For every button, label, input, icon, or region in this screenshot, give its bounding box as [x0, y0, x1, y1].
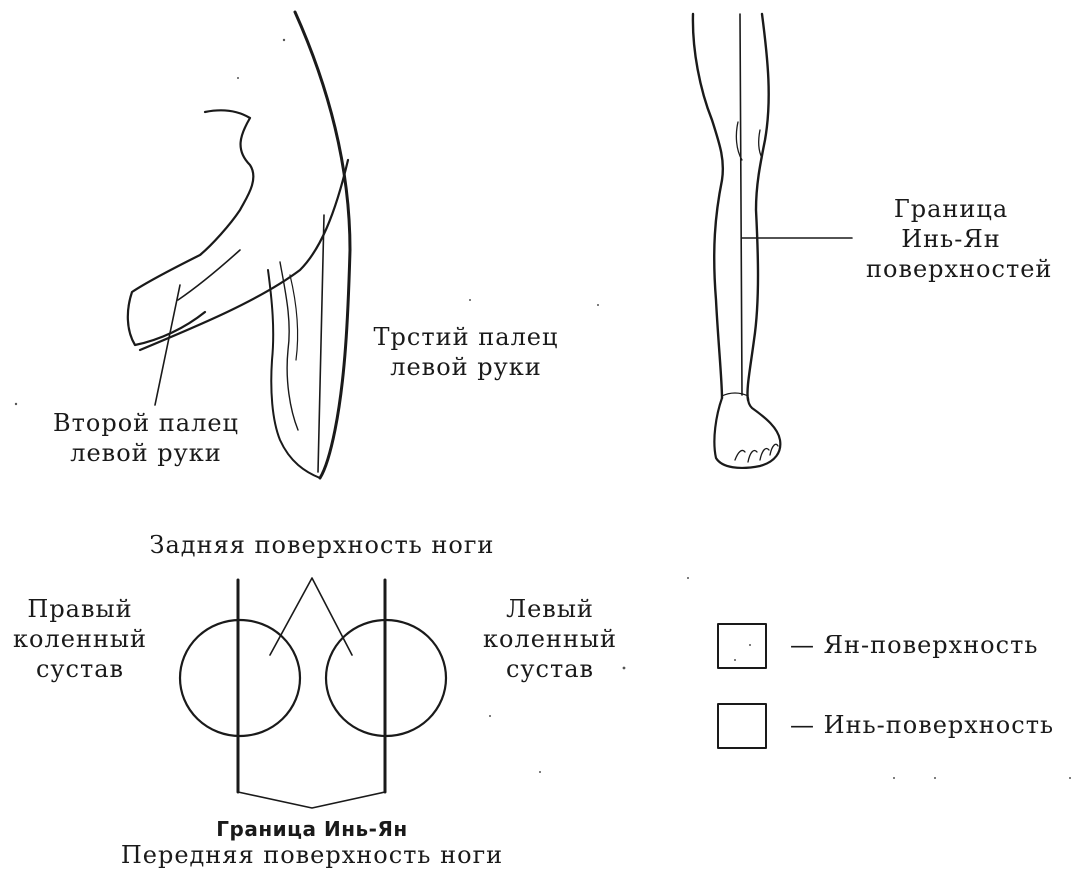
label-second-finger-line1: Второй палец — [36, 408, 256, 438]
label-front-surface: Передняя поверхность ноги — [102, 840, 522, 870]
legend-item-yang: — Ян-поверхность — [790, 630, 1038, 660]
label-left-knee: Левый коленный сустав — [470, 594, 630, 684]
legend-dash: — — [790, 711, 815, 739]
toe-lines — [735, 444, 778, 462]
label-right-knee-line1: Правый — [2, 594, 158, 624]
third-finger-border — [318, 215, 324, 472]
label-left-knee-line2: коленный — [470, 624, 630, 654]
label-right-knee: Правый коленный сустав — [2, 594, 158, 684]
third-finger-inner — [280, 262, 298, 430]
label-right-knee-line2: коленный — [2, 624, 158, 654]
legend-dash: — — [790, 631, 815, 659]
second-finger-fold — [178, 250, 240, 300]
label-border-leg-line3: поверхностей — [866, 254, 1036, 284]
ankle-contour — [722, 393, 748, 396]
label-third-finger-line2: левой руки — [366, 352, 566, 382]
legend-text-yin: Инь-поверхность — [824, 711, 1054, 739]
label-left-knee-line3: сустав — [470, 654, 630, 684]
right-knee-circle — [180, 620, 300, 736]
label-second-finger: Второй палец левой руки — [36, 408, 256, 468]
third-finger-outline — [268, 270, 320, 478]
leader-second-finger — [155, 285, 180, 405]
label-left-knee-line1: Левый — [470, 594, 630, 624]
second-finger-outline — [128, 110, 254, 345]
legend-swatch-yang — [718, 624, 766, 668]
label-border-leg-line2: Инь-Ян — [866, 224, 1036, 254]
label-border-leg-line1: Граница — [866, 194, 1036, 224]
label-back-surface: Задняя поверхность ноги — [112, 530, 532, 560]
legend-text-yang: Ян-поверхность — [824, 631, 1039, 659]
label-right-knee-line3: сустав — [2, 654, 158, 684]
first-finger-curve — [140, 160, 348, 350]
leg-outline-right — [747, 14, 768, 400]
legend-item-yin: — Инь-поверхность — [790, 710, 1054, 740]
third-finger-inner-2 — [290, 275, 298, 360]
knees-diagram — [180, 578, 446, 808]
label-second-finger-line2: левой руки — [36, 438, 256, 468]
leader-border-bottom — [238, 792, 385, 808]
label-third-finger: Трстий палец левой руки — [366, 322, 566, 382]
legend-swatch-yin — [718, 704, 766, 748]
leader-back-surface — [270, 578, 352, 655]
leg-border-line — [740, 14, 742, 395]
label-border-leg: Граница Инь-Ян поверхностей — [866, 194, 1036, 284]
foot-outline — [714, 398, 780, 468]
legend-swatches — [718, 624, 766, 748]
leg-drawing — [693, 14, 852, 468]
label-third-finger-line1: Трстий палец — [366, 322, 566, 352]
leg-outline-left — [693, 14, 723, 398]
